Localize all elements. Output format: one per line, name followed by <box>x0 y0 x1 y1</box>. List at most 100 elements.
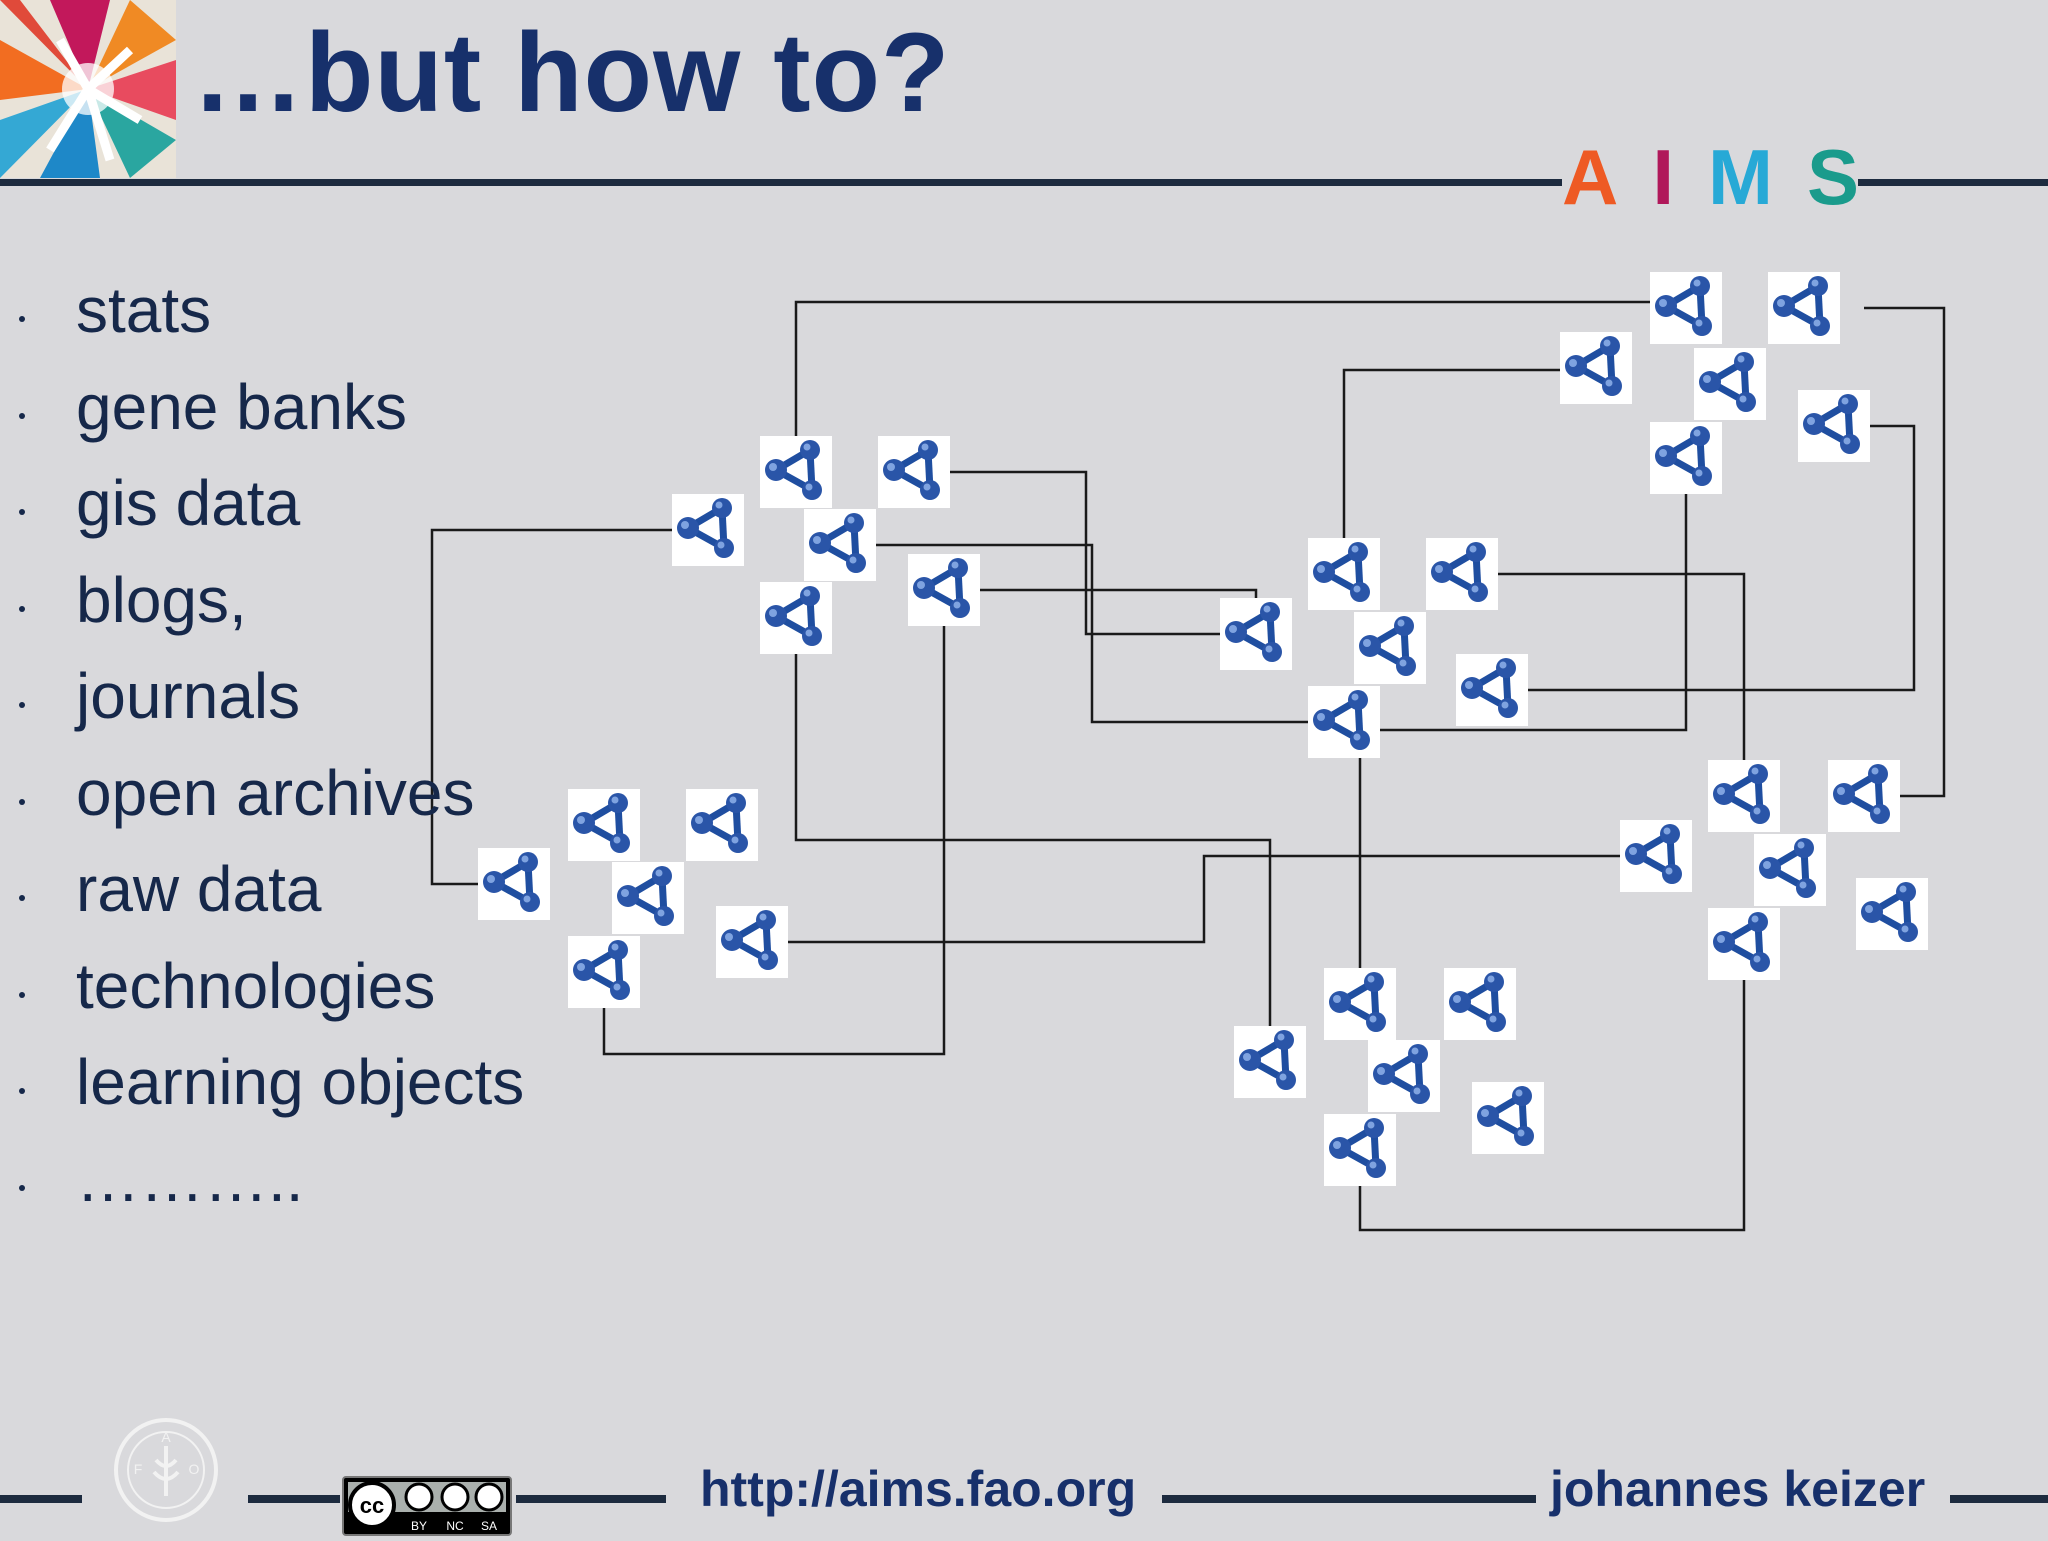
header-rule-right <box>1858 179 2048 186</box>
slide-title: …but how to? <box>192 10 951 135</box>
connector-line <box>1462 572 1746 762</box>
list-item: stats <box>0 262 524 359</box>
node-icon <box>1708 908 1780 980</box>
header-rule-left <box>0 179 1562 186</box>
list-item: journals <box>0 648 524 745</box>
list-item: gis data <box>0 455 524 552</box>
node-icon <box>1368 1040 1440 1112</box>
node-icon <box>716 906 788 978</box>
list-item: open archives <box>0 745 524 842</box>
node-icon <box>1708 760 1780 832</box>
svg-text:cc: cc <box>360 1493 384 1518</box>
node-icon <box>1560 332 1632 404</box>
footer-rule-1 <box>0 1495 82 1503</box>
creative-commons-badge: cc BY NC SA <box>342 1476 512 1536</box>
svg-text:NC: NC <box>446 1519 464 1533</box>
connector-line <box>794 652 1272 1028</box>
list-item: gene banks <box>0 359 524 456</box>
node-icon <box>1444 968 1516 1040</box>
bullet-dot-icon <box>19 991 25 998</box>
bullet-dot-icon <box>19 316 25 322</box>
list-item-text: learning objects <box>76 1046 525 1118</box>
connector-line <box>1342 368 1562 540</box>
connector-line <box>752 854 1622 944</box>
brand-letter-a: A <box>1562 133 1619 221</box>
node-icon <box>1456 654 1528 726</box>
list-item: ……….. <box>0 1131 524 1228</box>
list-item-text: journals <box>76 660 301 732</box>
node-icon <box>760 582 832 654</box>
node-icon <box>1220 598 1292 670</box>
node-icon <box>908 554 980 626</box>
list-item: technologies <box>0 938 524 1035</box>
fao-logo-icon: A F O <box>114 1418 218 1522</box>
bullet-dot-icon <box>19 1184 25 1191</box>
connector-line <box>1864 306 1946 798</box>
node-icon <box>1650 272 1722 344</box>
connector-lines <box>430 300 1946 1232</box>
footer-author: johannes keizer <box>1550 1461 1926 1517</box>
bullet-dot-icon <box>19 798 25 805</box>
list-item-text: open archives <box>76 756 475 829</box>
node-icon <box>686 789 758 861</box>
list-item: learning objects <box>0 1034 524 1131</box>
connector-line <box>840 543 1310 724</box>
svg-text:SA: SA <box>481 1519 497 1533</box>
node-icon <box>760 436 832 508</box>
footer-rule-3 <box>516 1495 666 1503</box>
bullet-dot-icon <box>19 702 25 708</box>
list-item-text: stats <box>76 274 212 346</box>
node-icons <box>478 272 1928 1186</box>
node-icon <box>804 509 876 581</box>
node-icon <box>1324 1114 1396 1186</box>
node-icon <box>1828 760 1900 832</box>
node-icon <box>1426 538 1498 610</box>
node-icon <box>1324 968 1396 1040</box>
node-icon <box>568 936 640 1008</box>
list-item-text: gene banks <box>76 370 407 443</box>
list-item-text: ……….. <box>76 1142 304 1215</box>
bullet-dot-icon <box>19 895 25 901</box>
node-icon <box>1234 1026 1306 1098</box>
node-icon <box>1472 1082 1544 1154</box>
svg-text:O: O <box>189 1461 200 1477</box>
connector-line <box>944 588 1258 600</box>
bullet-dot-icon <box>19 605 25 612</box>
connector-line <box>1358 978 1746 1232</box>
project-logo <box>0 0 176 178</box>
connector-line <box>602 624 946 1056</box>
list-item-text: blogs, <box>76 563 247 636</box>
source-list: stats gene banks gis data blogs, journals ope… <box>0 262 524 1227</box>
node-icon <box>878 436 950 508</box>
bullet-dot-icon <box>19 412 25 419</box>
brand-letter-i: I <box>1652 133 1675 221</box>
node-icon <box>1754 834 1826 906</box>
node-icon <box>1694 348 1766 420</box>
svg-text:BY: BY <box>411 1519 427 1533</box>
list-item: blogs, <box>0 552 524 649</box>
connector-line <box>1508 424 1916 692</box>
brand-letter-m: M <box>1708 133 1773 221</box>
node-icon <box>1620 820 1692 892</box>
node-icon <box>1856 878 1928 950</box>
footer-rule-4 <box>1162 1495 1536 1503</box>
footer-rule-2 <box>248 1495 340 1503</box>
connector-line <box>430 528 708 886</box>
node-icon <box>1798 390 1870 462</box>
node-icon <box>1768 272 1840 344</box>
footer-url-link[interactable]: http://aims.fao.org <box>700 1461 1137 1517</box>
connector-line <box>794 300 1686 438</box>
node-icon <box>1308 686 1380 758</box>
node-icon <box>1650 422 1722 494</box>
bullet-dot-icon <box>19 1088 25 1094</box>
list-item-text: technologies <box>76 949 436 1022</box>
bullet-dot-icon <box>19 509 25 515</box>
list-item-text: raw data <box>76 853 322 925</box>
list-item: raw data <box>0 841 524 938</box>
node-icon <box>672 494 744 566</box>
brand-letter-s: S <box>1807 133 1860 221</box>
node-icon <box>1308 538 1380 610</box>
